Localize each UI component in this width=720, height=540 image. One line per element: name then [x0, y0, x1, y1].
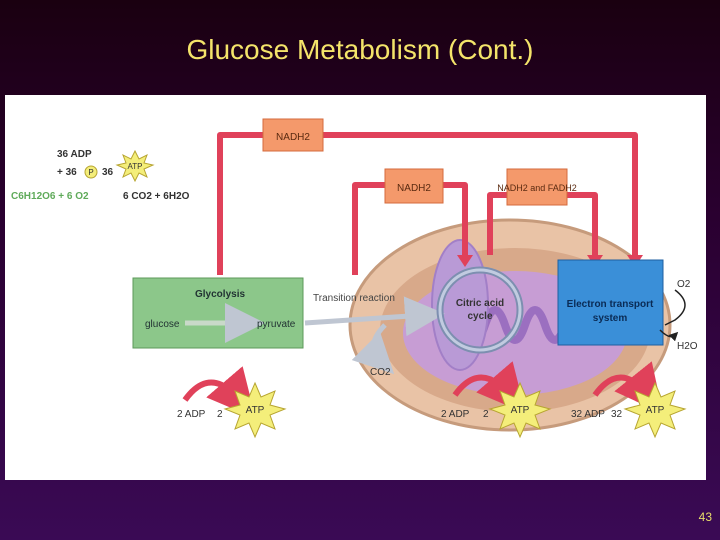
h2o-label: H2O	[677, 341, 698, 352]
atp-output-2-adp: 2 ADP	[441, 409, 470, 420]
glucose-label: glucose	[145, 319, 180, 330]
atp-starburst-2	[488, 381, 552, 439]
atp-output-3-count: 32	[611, 409, 623, 420]
atp-output-glycolysis: 2 ADP 2 ATP	[177, 366, 287, 439]
citric-label-2: cycle	[467, 311, 492, 322]
metabolism-figure: NADH2 NADH2 NADH2 and FADH2 36 ADP + 36 …	[5, 95, 706, 480]
electron-transport-box: Electron transport system	[557, 259, 664, 346]
phosphate-label: P	[88, 168, 93, 177]
nadh2-fadh2-label: NADH2 and FADH2	[497, 183, 577, 193]
atp-output-1-label: ATP	[246, 405, 265, 416]
glycolysis-box: Glycolysis glucose pyruvate	[132, 277, 304, 349]
co2-label: CO2	[370, 367, 391, 378]
equation-products: 6 CO2 + 6H2O	[123, 191, 190, 202]
nadh2-top-label: NADH2	[276, 132, 310, 143]
slide-title: Glucose Metabolism (Cont.)	[186, 34, 534, 65]
pyruvate-label: pyruvate	[257, 319, 296, 330]
citric-acid-cycle: Citric acid cycle	[436, 266, 524, 354]
atp-output-2-label: ATP	[511, 405, 530, 416]
atp-output-1-adp: 2 ADP	[177, 409, 206, 420]
nadh2-mid-label: NADH2	[397, 183, 431, 194]
glycolysis-label: Glycolysis	[195, 289, 245, 300]
o2-label: O2	[677, 279, 691, 290]
nadh2-top-box: NADH2	[262, 118, 324, 152]
atp-output-3-label: ATP	[646, 405, 665, 416]
overall-equation: 36 ADP + 36 P 36 ATP C6H12O6 + 6 O2 6 CO…	[11, 149, 190, 202]
transition-arrow	[304, 296, 445, 337]
atp-output-1-count: 2	[217, 409, 223, 420]
o2-arrow	[664, 289, 686, 326]
nadh2-mid-box: NADH2	[384, 168, 444, 204]
nadh2-fadh2-box: NADH2 and FADH2	[497, 168, 577, 206]
atp-starburst-3	[623, 381, 687, 439]
phosphate-icon	[84, 165, 98, 179]
metabolism-diagram: NADH2 NADH2 NADH2 and FADH2 36 ADP + 36 …	[11, 118, 698, 439]
slide-number: 43	[698, 510, 712, 524]
equation-line1: 36 ADP	[57, 149, 92, 160]
nadh-pathways	[217, 132, 638, 275]
arrow-to-etc-3	[457, 255, 473, 267]
atp-output-citric: 2 ADP 2 ATP	[441, 361, 552, 439]
equation-line2-prefix: + 36	[57, 167, 77, 178]
atp-output-3-adp: 32 ADP	[571, 409, 605, 420]
etc-label-1: Electron transport	[567, 299, 654, 310]
etc-label-2: system	[593, 313, 628, 324]
atp-output-etc: 32 ADP 32 ATP	[571, 361, 687, 439]
equation-reactants: C6H12O6 + 6 O2	[11, 191, 89, 202]
transition-label: Transition reaction	[313, 293, 395, 304]
citric-label-1: Citric acid	[456, 298, 504, 309]
equation-line2-suffix: 36	[102, 167, 114, 178]
equation-atp-starburst	[115, 149, 155, 183]
h2o-arrow	[659, 329, 679, 342]
atp-output-2-count: 2	[483, 409, 489, 420]
atp-starburst-1	[223, 381, 287, 439]
equation-atp-label: ATP	[128, 162, 143, 171]
co2-arrow	[351, 323, 395, 375]
